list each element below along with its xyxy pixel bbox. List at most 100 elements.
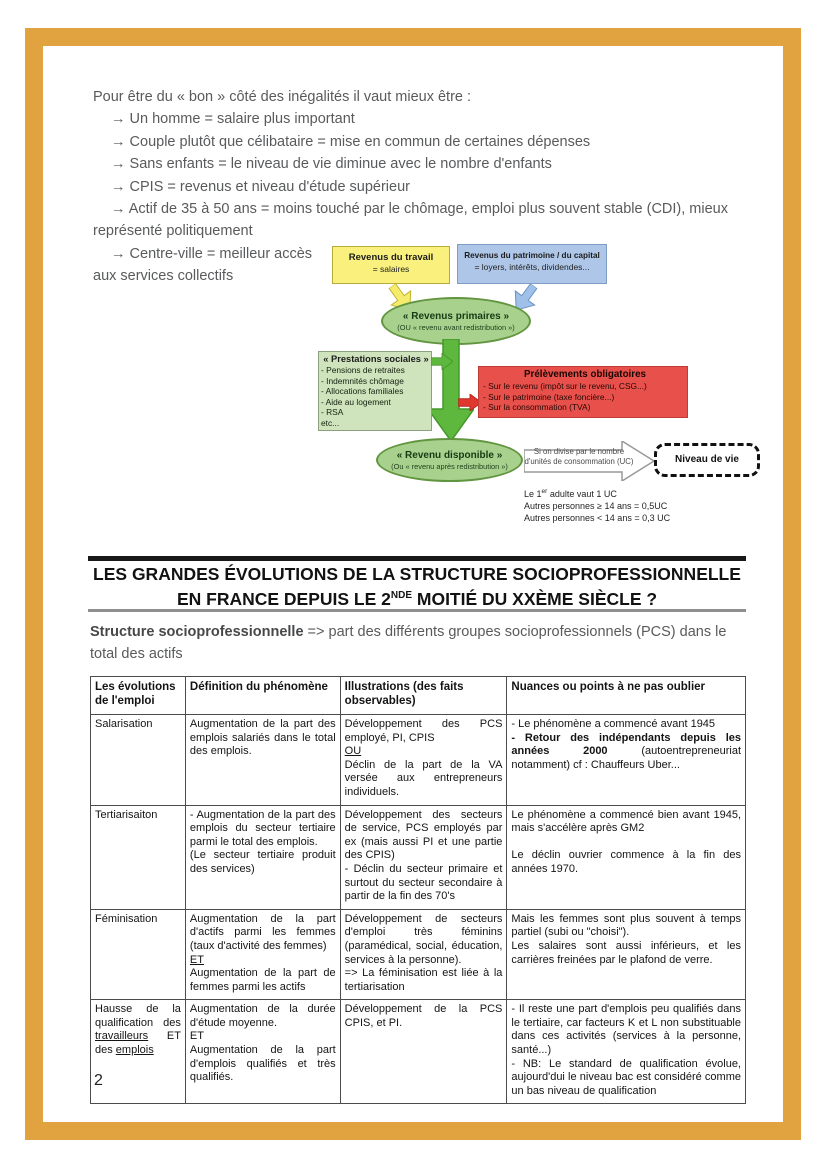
- intro-lead: Pour être du « bon » côté des inégalités…: [93, 89, 472, 105]
- intro-item: → Sans enfants = le niveau de vie diminu…: [93, 153, 765, 175]
- capital-income-title: Revenus du patrimoine / du capital: [464, 251, 600, 260]
- section-title-line1: LES GRANDES ÉVOLUTIONS DE LA STRUCTURE S…: [93, 564, 741, 584]
- text-segment: Les salaires sont aussi inférieurs, et l…: [511, 939, 741, 966]
- list-item: - Pensions de retraites: [321, 365, 405, 375]
- table-cell: - Le phénomène a commencé avant 1945- Re…: [506, 714, 746, 806]
- intro-item-centre-ville: → Centre-ville = meilleur accès aux serv…: [93, 243, 331, 288]
- list-item: - Sur le revenu (impôt sur le revenu, CS…: [483, 381, 647, 391]
- table-column-header: Les évolutions de l'emploi: [90, 676, 186, 715]
- work-income-subtitle: = salaires: [372, 264, 410, 274]
- table-cell: Développement de secteurs d'emploi très …: [339, 908, 508, 1001]
- list-item: etc...: [321, 417, 340, 428]
- text-segment: Augmentation de la part d'emplois qualif…: [189, 1044, 336, 1084]
- work-income-title: Revenus du travail: [348, 252, 434, 263]
- text-segment: emplois: [115, 1044, 154, 1057]
- text-segment: ET: [189, 953, 204, 966]
- text-segment: Développement des secteurs de service, P…: [344, 808, 503, 862]
- income-flow-diagram: Revenus du travail = salaires Revenus du…: [316, 241, 768, 529]
- intro-item-label: Actif de 35 à 50 ans = moins touché par …: [93, 201, 728, 240]
- text-segment: Hausse de la qualification des: [95, 1003, 181, 1029]
- list-item: - Sur la consommation (TVA): [483, 402, 591, 413]
- text-segment: OU: [344, 745, 362, 758]
- table-column-header: Nuances ou points à ne pas oublier: [506, 676, 746, 715]
- arrow-bullet: →: [111, 178, 130, 195]
- text-segment: - Déclin du secteur primaire et surtout …: [344, 862, 503, 903]
- list-item: - Sur le patrimoine (taxe foncière...): [483, 391, 615, 402]
- text-segment: (Le secteur tertiaire produit des servic…: [189, 849, 336, 875]
- primary-income-ellipse: « Revenus primaires » (OU « revenu avant…: [381, 297, 531, 345]
- table-cell: - Il reste une part d'emplois peu qualif…: [506, 999, 746, 1105]
- disposable-income-title: « Revenu disponible »: [396, 449, 503, 461]
- text-segment: Le déclin ouvrier commence à la fin des …: [511, 849, 741, 875]
- table-cell: Féminisation: [90, 908, 186, 1001]
- intro-item-label: Un homme = salaire plus important: [129, 111, 355, 128]
- table-row: Salarisation Augmentation de la part des …: [90, 714, 746, 806]
- text-segment: Développement des PCS employé, PI, CPIS: [344, 718, 503, 744]
- text-segment: ET des: [95, 1030, 181, 1057]
- capital-income-box: Revenus du patrimoine / du capital = loy…: [457, 244, 607, 284]
- primary-income-subtitle: (OU « revenu avant redistribution »): [397, 322, 515, 332]
- arrow-bullet: →: [111, 133, 130, 150]
- text-segment: Augmentation de la part des emplois sala…: [189, 718, 336, 758]
- intro-item: → CPIS = revenus et niveau d'étude supér…: [93, 176, 765, 198]
- social-benefits-list: - Pensions de retraites- Indemnités chôm…: [321, 365, 431, 429]
- social-benefits-title: « Prestations sociales »: [323, 354, 429, 364]
- definition-paragraph: Structure socioprofessionnelle => part d…: [90, 621, 754, 666]
- levies-box: Prélèvements obligatoires - Sur le reven…: [478, 366, 688, 418]
- intro-item-label: Sans enfants = le niveau de vie diminue …: [129, 156, 552, 173]
- social-benefits-box: « Prestations sociales » - Pensions de r…: [318, 351, 432, 431]
- text-segment: - Il reste une part d'emplois peu qualif…: [511, 1003, 741, 1057]
- table-cell: Développement des secteurs de service, P…: [339, 804, 508, 910]
- disposable-income-ellipse: « Revenu disponible » (Ou « revenu après…: [376, 438, 523, 482]
- work-income-box: Revenus du travail = salaires: [332, 246, 450, 284]
- arrow-bullet: →: [111, 246, 126, 262]
- intro-items: → Un homme = salaire plus important→ Cou…: [93, 108, 765, 242]
- table-cell: Salarisation: [90, 714, 186, 806]
- text-segment: Développement de secteurs d'emploi très …: [344, 912, 503, 966]
- arrow-bullet: →: [111, 111, 130, 128]
- division-arrow-caption: Si on divise par le nombre d'unités de c…: [522, 447, 636, 467]
- blue-flow-arrow-icon: [514, 282, 538, 311]
- text-segment: Tertiarisaiton: [95, 808, 158, 821]
- table-row: Hausse de la qualification des travaille…: [90, 999, 746, 1105]
- intro-item: → Actif de 35 à 50 ans = moins touché pa…: [93, 198, 765, 243]
- definition-text: => part des différents groupes socioprof…: [90, 624, 727, 663]
- table-column-header: Illustrations (des faits observables): [339, 676, 508, 715]
- text-segment: Augmentation de la part de femmes parmi …: [189, 967, 336, 993]
- uc-notes: Le 1er adulte vaut 1 UC Autres personnes…: [524, 486, 754, 524]
- intro-item-label: Centre-ville = meilleur accès aux servic…: [93, 246, 313, 285]
- table-cell: Développement de la PCS CPIS, et PI.: [339, 999, 508, 1105]
- levies-list: - Sur le revenu (impôt sur le revenu, CS…: [483, 381, 687, 413]
- text-segment: ET: [189, 1030, 204, 1043]
- living-standard-box: Niveau de vie: [654, 443, 760, 477]
- table-cell: - Augmentation de la part des emplois du…: [184, 804, 341, 910]
- page-number: 2: [94, 1072, 103, 1089]
- uc-note-line1: Le 1er adulte vaut 1 UC: [524, 488, 617, 499]
- list-item: - Allocations familiales: [321, 386, 404, 397]
- division-caption-line2: d'unités de consommation (UC): [524, 457, 634, 466]
- intro-item: → Un homme = salaire plus important: [93, 108, 765, 130]
- arrow-bullet: →: [111, 201, 129, 218]
- text-segment: - Retour des indépendants depuis les ann…: [511, 731, 741, 758]
- text-segment: Salarisation: [95, 718, 153, 730]
- table-cell: Le phénomène a commencé bien avant 1945,…: [506, 804, 746, 910]
- primary-income-title: « Revenus primaires »: [402, 310, 510, 322]
- table-row: Tertiarisaiton - Augmentation de la part …: [90, 804, 746, 910]
- table-column-header: Définition du phénomène: [184, 676, 341, 715]
- table-cell: Augmentation de la part des emplois sala…: [184, 714, 341, 806]
- title-rule-top: [88, 556, 746, 561]
- section-title-line2: EN FRANCE DEPUIS LE 2NDE MOITIÉ DU XXÈME…: [176, 589, 658, 610]
- table-cell: Augmentation de la durée d'étude moyenne…: [184, 999, 341, 1105]
- definition-term: Structure socioprofessionnelle: [90, 624, 304, 640]
- text-segment: Augmentation de la part d'actifs parmi l…: [189, 912, 336, 952]
- text-segment: Le phénomène a commencé bien avant 1945,…: [511, 808, 741, 835]
- disposable-income-subtitle: (Ou « revenu après redistribution »): [391, 461, 508, 471]
- section-title: LES GRANDES ÉVOLUTIONS DE LA STRUCTURE S…: [88, 564, 746, 611]
- living-standard-title: Niveau de vie: [675, 454, 739, 465]
- text-segment: - Le phénomène a commencé avant 1945: [511, 718, 716, 730]
- intro-item: → Couple plutôt que célibataire = mise e…: [93, 131, 765, 153]
- arrow-bullet: →: [111, 156, 130, 173]
- list-item: - Aide au logement: [321, 396, 391, 407]
- capital-income-subtitle: = loyers, intérêts, dividendes...: [474, 262, 590, 272]
